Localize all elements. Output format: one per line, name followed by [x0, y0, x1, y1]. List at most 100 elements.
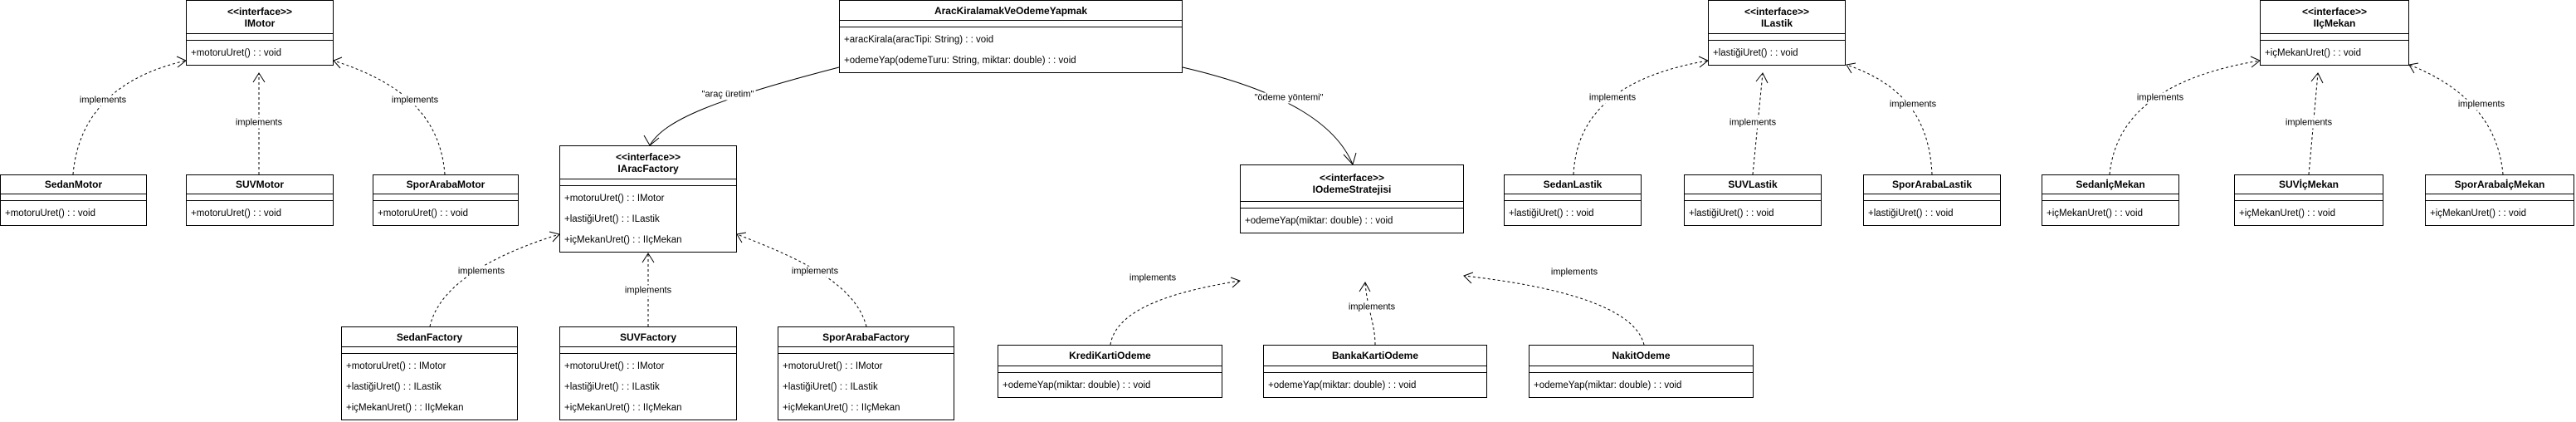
edge-sporarabalastik-ilastik	[1846, 64, 1933, 175]
operation: +lastiğiUret() : : void	[1509, 209, 1594, 218]
class-name: SUVLastik	[1728, 179, 1778, 190]
operation: +motoruUret() : : IMotor	[346, 361, 446, 371]
class-name: NakitOdeme	[1612, 350, 1671, 361]
class-name: SedanİçMekan	[2076, 179, 2145, 190]
edge-label-implements: implements	[1587, 92, 1638, 104]
edge-sporarabaicmekan-iicmekan	[2408, 64, 2504, 175]
class-name: SUVFactory	[619, 331, 677, 343]
class-sporarabaicmekan[interactable]: SporArabaİçMekan +içMekanUret() : : void	[2425, 174, 2574, 226]
class-name: SUVMotor	[236, 179, 284, 190]
edge-arackiralama-iaracfactory	[649, 66, 840, 146]
edge-label-implements: implements	[1127, 272, 1178, 284]
edge-sporarabafactory-iaracfactory	[736, 233, 867, 327]
class-sporarabalastik[interactable]: SporArabaLastik +lastiğiUret() : : void	[1863, 174, 2001, 226]
class-bankakartiodeme[interactable]: BankaKartiOdeme +odemeYap(miktar: double…	[1263, 345, 1487, 398]
edge-label-implements: implements	[456, 266, 507, 277]
class-name: ILastik	[1760, 17, 1793, 29]
operation: +içMekanUret() : : IIçMekan	[564, 235, 682, 245]
class-sporarabamotor[interactable]: SporArabaMotor +motoruUret() : : void	[373, 174, 519, 226]
class-arackiralamakveodemeyapmak[interactable]: AracKiralamakVeOdemeYapmak +aracKirala(a…	[839, 0, 1183, 73]
edge-label-implements: implements	[233, 117, 285, 129]
operation: +motoruUret() : : void	[5, 209, 95, 218]
class-name: SUVİçMekan	[2278, 179, 2339, 190]
class-name: BankaKartiOdeme	[1331, 350, 1419, 361]
operation: +lastiğiUret() : : void	[1713, 48, 1798, 58]
operation: +lastiğiUret() : : void	[1689, 209, 1774, 218]
operation: +motoruUret() : : void	[191, 48, 281, 58]
edge-bankakarti-iodemestratejisi	[1364, 282, 1376, 346]
class-iaracfactory[interactable]: <<interface>> IAracFactory +motoruUret()…	[559, 145, 737, 253]
class-iodemestratejisi[interactable]: <<interface>> IOdemeStratejisi +odemeYap…	[1240, 164, 1464, 233]
stereotype-label: <<interface>>	[1744, 5, 1810, 17]
operation: +içMekanUret() : : IIçMekan	[346, 403, 464, 413]
class-sedanmotor[interactable]: SedanMotor +motoruUret() : : void	[0, 174, 147, 226]
stereotype-label: <<interface>>	[2301, 5, 2368, 17]
class-suvmotor[interactable]: SUVMotor +motoruUret() : : void	[186, 174, 334, 226]
edge-label-implements: implements	[77, 95, 129, 106]
edge-label-arac-uretim: "araç üretim"	[700, 89, 756, 101]
edge-label-implements: implements	[2134, 92, 2186, 104]
class-sedanlastik[interactable]: SedanLastik +lastiğiUret() : : void	[1504, 174, 1642, 226]
class-ilastik[interactable]: <<interface>> ILastik +lastiğiUret() : :…	[1708, 0, 1846, 66]
edge-label-implements: implements	[1549, 267, 1600, 278]
class-kredikartiodeme[interactable]: KrediKartiOdeme +odemeYap(miktar: double…	[998, 345, 1222, 398]
edge-label-odeme-yontemi: "ödeme yöntemi"	[1252, 92, 1325, 104]
edge-sedanlastik-ilastik	[1573, 60, 1709, 175]
edge-arackiralama-iodemestratejisi	[1182, 66, 1354, 165]
class-sedanfactory[interactable]: SedanFactory +motoruUret() : : IMotor +l…	[341, 326, 518, 420]
class-name: SporArabaİçMekan	[2454, 179, 2545, 190]
operation: +içMekanUret() : : void	[2430, 209, 2526, 218]
operation: +içMekanUret() : : IIçMekan	[564, 403, 682, 413]
class-name: SedanLastik	[1543, 179, 1603, 190]
class-name: SporArabaFactory	[822, 331, 910, 343]
class-sporarabafactory[interactable]: SporArabaFactory +motoruUret() : : IMoto…	[778, 326, 954, 420]
class-name: IIçMekan	[2313, 17, 2356, 29]
edge-label-implements: implements	[389, 95, 441, 106]
class-suvfactory[interactable]: SUVFactory +motoruUret() : : IMotor +las…	[559, 326, 737, 420]
operation: +lastiğiUret() : : ILastik	[564, 214, 660, 224]
class-name: SporArabaLastik	[1891, 179, 1973, 190]
operation: +içMekanUret() : : void	[2047, 209, 2143, 218]
class-nakitodeme[interactable]: NakitOdeme +odemeYap(miktar: double) : :…	[1529, 345, 1754, 398]
operation: +odemeYap(odemeTuru: String, miktar: dou…	[844, 56, 1076, 66]
edge-nakit-iodemestratejisi	[1463, 275, 1645, 346]
edge-label-implements: implements	[1727, 117, 1778, 129]
class-name: SedanMotor	[44, 179, 103, 190]
operation: +odemeYap(miktar: double) : : void	[1268, 380, 1417, 390]
operation: +odemeYap(miktar: double) : : void	[1245, 216, 1393, 226]
edge-label-implements: implements	[1887, 99, 1939, 110]
operation: +lastiğiUret() : : ILastik	[783, 382, 878, 392]
edge-sedanfactory-iaracfactory	[429, 233, 560, 327]
edge-label-implements: implements	[622, 285, 674, 297]
operation: +içMekanUret() : : void	[2239, 209, 2335, 218]
operation: +lastiğiUret() : : void	[1868, 209, 1954, 218]
operation: +motoruUret() : : IMotor	[783, 361, 883, 371]
class-name: IOdemeStratejisi	[1312, 183, 1392, 195]
edge-sedanmotor-imotor	[72, 60, 187, 175]
edge-sedanicmekan-iicmekan	[2109, 60, 2261, 175]
edge-sporarabamotor-imotor	[333, 60, 446, 175]
operation: +içMekanUret() : : void	[2265, 48, 2361, 58]
operation: +motoruUret() : : IMotor	[564, 361, 665, 371]
operation: +motoruUret() : : void	[378, 209, 468, 218]
class-suvlastik[interactable]: SUVLastik +lastiğiUret() : : void	[1684, 174, 1822, 226]
stereotype-label: <<interface>>	[1319, 171, 1385, 184]
edge-label-implements: implements	[2456, 99, 2507, 110]
class-sedanicmekan[interactable]: SedanİçMekan +içMekanUret() : : void	[2042, 174, 2179, 226]
operation: +odemeYap(miktar: double) : : void	[1003, 380, 1151, 390]
class-name: KrediKartiOdeme	[1069, 350, 1151, 361]
edge-label-implements: implements	[1346, 302, 1398, 313]
operation: +lastiğiUret() : : ILastik	[346, 382, 442, 392]
operation: +motoruUret() : : IMotor	[564, 194, 665, 204]
class-suvicmekan[interactable]: SUVİçMekan +içMekanUret() : : void	[2234, 174, 2383, 226]
operation: +motoruUret() : : void	[191, 209, 281, 218]
stereotype-label: <<interface>>	[227, 5, 293, 17]
class-name: SedanFactory	[396, 331, 463, 343]
class-iicmekan[interactable]: <<interface>> IIçMekan +içMekanUret() : …	[2260, 0, 2409, 66]
operation: +lastiğiUret() : : ILastik	[564, 382, 660, 392]
edge-kredikarti-iodemestratejisi	[1110, 280, 1241, 346]
edge-label-implements: implements	[789, 266, 841, 277]
class-name: IAracFactory	[617, 162, 679, 174]
class-imotor[interactable]: <<interface>> IMotor +motoruUret() : : v…	[186, 0, 334, 66]
class-name: SporArabaMotor	[406, 179, 485, 190]
